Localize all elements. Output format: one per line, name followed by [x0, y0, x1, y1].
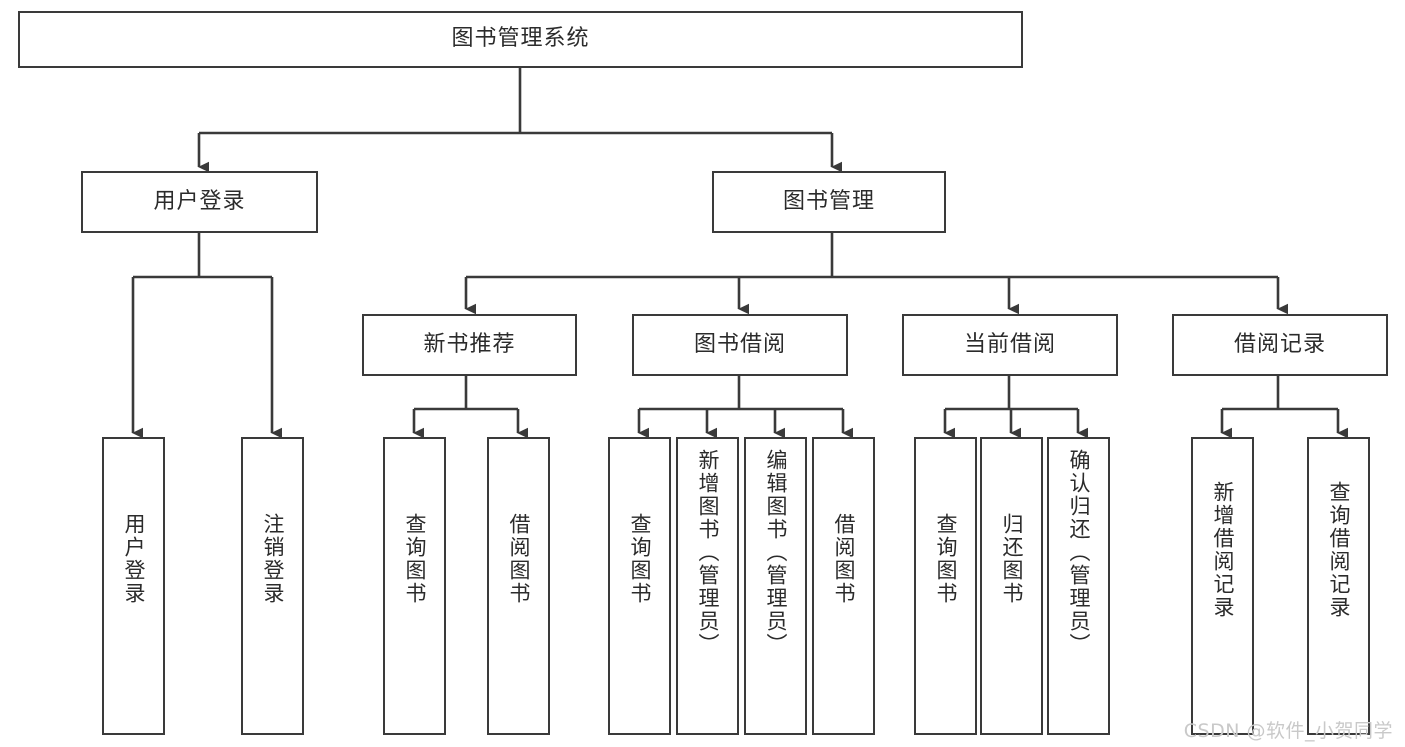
node-current-borrow[interactable]: 当前借阅 [902, 314, 1118, 376]
leaf-label: 新增借阅记录 [1210, 481, 1235, 619]
leaf-label: 查询借阅记录 [1326, 481, 1351, 619]
leaf-borrow-record-query-record[interactable]: 查询借阅记录 [1307, 437, 1370, 735]
leaf-label: 查询图书 [933, 513, 958, 605]
leaf-book-borrow-add-book-admin[interactable]: 新增图书（管理员） [676, 437, 739, 735]
csdn-watermark: CSDN @软件_小贺同学 [1183, 720, 1393, 742]
node-new-book-recommend[interactable]: 新书推荐 [362, 314, 577, 376]
leaf-label: 借阅图书 [831, 513, 856, 605]
leaf-book-borrow-query-books[interactable]: 查询图书 [608, 437, 671, 735]
leaf-user-login-signin[interactable]: 用户登录 [102, 437, 165, 735]
leaf-current-borrow-query-books[interactable]: 查询图书 [914, 437, 977, 735]
leaf-label: 查询图书 [627, 513, 652, 605]
node-root-book-management-system[interactable]: 图书管理系统 [18, 11, 1023, 68]
leaf-new-book-query-books[interactable]: 查询图书 [383, 437, 446, 735]
node-user-login[interactable]: 用户登录 [81, 171, 318, 233]
leaf-label: 用户登录 [121, 513, 146, 605]
node-label: 新书推荐 [423, 331, 516, 357]
node-label: 当前借阅 [963, 331, 1056, 357]
leaf-label: 借阅图书 [506, 513, 531, 605]
leaf-borrow-record-add-record[interactable]: 新增借阅记录 [1191, 437, 1254, 735]
leaf-label: 编辑图书（管理员） [763, 449, 788, 656]
node-book-borrow[interactable]: 图书借阅 [632, 314, 848, 376]
node-book-management[interactable]: 图书管理 [712, 171, 946, 233]
leaf-new-book-borrow-books[interactable]: 借阅图书 [487, 437, 550, 735]
leaf-current-borrow-return-books[interactable]: 归还图书 [980, 437, 1043, 735]
leaf-label: 查询图书 [402, 513, 427, 605]
leaf-label: 归还图书 [999, 513, 1024, 605]
node-label: 图书管理 [782, 188, 875, 214]
leaf-book-borrow-edit-book-admin[interactable]: 编辑图书（管理员） [744, 437, 807, 735]
leaf-label: 新增图书（管理员） [695, 449, 720, 656]
leaf-current-borrow-confirm-return-admin[interactable]: 确认归还（管理员） [1047, 437, 1110, 735]
leaf-label: 确认归还（管理员） [1066, 449, 1091, 656]
node-label: 图书管理系统 [451, 26, 590, 52]
node-label: 借阅记录 [1233, 331, 1326, 357]
node-label: 图书借阅 [693, 331, 786, 357]
leaf-label: 注销登录 [260, 513, 285, 605]
leaf-book-borrow-borrow-books[interactable]: 借阅图书 [812, 437, 875, 735]
node-borrow-record[interactable]: 借阅记录 [1172, 314, 1388, 376]
leaf-user-login-signout[interactable]: 注销登录 [241, 437, 304, 735]
node-label: 用户登录 [153, 188, 246, 214]
